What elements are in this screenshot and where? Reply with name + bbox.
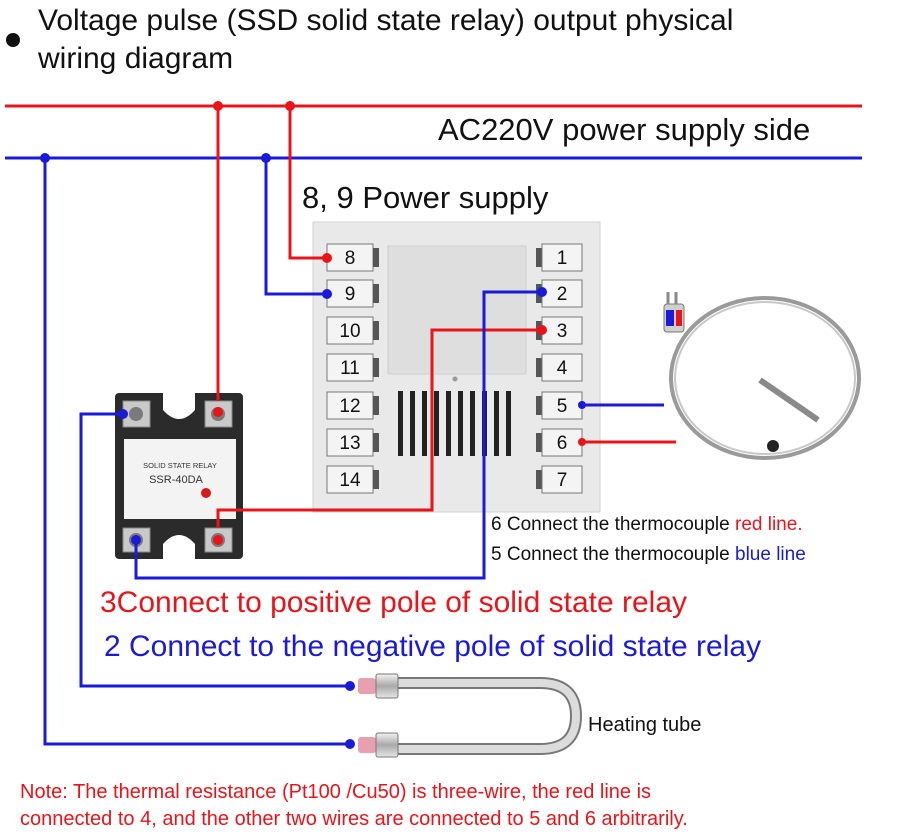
wire-terminal-3 xyxy=(216,328,542,528)
heating-tube xyxy=(358,673,583,758)
title-bullet xyxy=(6,33,20,47)
terminal-13-label: 13 xyxy=(339,433,360,454)
wire-terminal-2 xyxy=(134,290,542,580)
tc6-prefix: 6 Connect the thermocouple xyxy=(491,514,735,535)
connect-3-label: 3Connect to positive pole of solid state… xyxy=(100,586,688,619)
relay-label-panel xyxy=(124,439,236,519)
heating-tube-label: Heating tube xyxy=(588,714,702,736)
thermocouple-note-5: 5 Connect the thermocouple blue line xyxy=(491,544,806,566)
relay-led xyxy=(201,488,211,498)
wire-terminal-9 xyxy=(264,158,327,296)
diagram-title: Voltage pulse (SSD solid state relay) ou… xyxy=(38,2,733,78)
solid-state-relay: SOLID STATE RELAY SSR-40DA xyxy=(115,393,243,559)
terminal-8-label: 8 xyxy=(345,248,356,269)
tc6-red-text: red line. xyxy=(735,514,803,535)
note-text: Note: The thermal resistance (Pt100 /Cu5… xyxy=(20,779,688,833)
title-line-2: wiring diagram xyxy=(38,42,234,75)
relay-model: SSR-40DA xyxy=(149,474,203,486)
supply-label: AC220V power supply side xyxy=(438,112,811,147)
terminal-6-label: 6 xyxy=(557,433,568,454)
tc5-blue-text: blue line xyxy=(735,544,806,565)
wire-terminal-8 xyxy=(288,106,327,260)
wire-relay-to-heater xyxy=(79,412,350,688)
terminal-11-label: 11 xyxy=(340,358,360,379)
relay-mount-notch-bottom xyxy=(163,535,195,559)
terminal-14-label: 14 xyxy=(339,470,361,491)
terminal-block-right: 1 2 3 4 5 6 7 xyxy=(536,243,583,494)
relay-mount-notch-top xyxy=(163,393,195,419)
thermocouple-note-6: 6 Connect the thermocouple red line. xyxy=(491,514,803,536)
terminal-3-label: 3 xyxy=(557,321,568,342)
connect-2-label: 2 Connect to the negative pole of solid … xyxy=(104,630,762,663)
title-line-1: Voltage pulse (SSD solid state relay) ou… xyxy=(38,4,734,37)
wire-neutral-to-heater xyxy=(43,158,350,746)
terminal-7-label: 7 xyxy=(557,470,568,491)
controller-indicator xyxy=(452,376,458,382)
terminal-5-label: 5 xyxy=(557,396,568,417)
terminal-12-label: 12 xyxy=(339,396,360,417)
terminal-1-label: 1 xyxy=(557,248,568,269)
junction-dots xyxy=(40,101,586,749)
blue-wires xyxy=(43,158,664,746)
red-wires xyxy=(216,106,676,528)
terminal-block-left: 8 9 10 11 12 13 14 xyxy=(326,243,379,494)
thermocouple-probe xyxy=(663,292,861,460)
tc5-prefix: 5 Connect the thermocouple xyxy=(491,544,735,565)
controller-display xyxy=(387,245,527,375)
note-line-2: connected to 4, and the other two wires … xyxy=(20,808,688,830)
note-line-1: Note: The thermal resistance (Pt100 /Cu5… xyxy=(20,781,652,803)
relay-brand: SOLID STATE RELAY xyxy=(143,461,217,470)
power-label: 8, 9 Power supply xyxy=(302,180,549,215)
terminal-10-label: 10 xyxy=(339,321,360,342)
terminal-2-label: 2 xyxy=(557,284,568,305)
terminal-4-label: 4 xyxy=(557,358,568,379)
terminal-9-label: 9 xyxy=(345,284,356,305)
